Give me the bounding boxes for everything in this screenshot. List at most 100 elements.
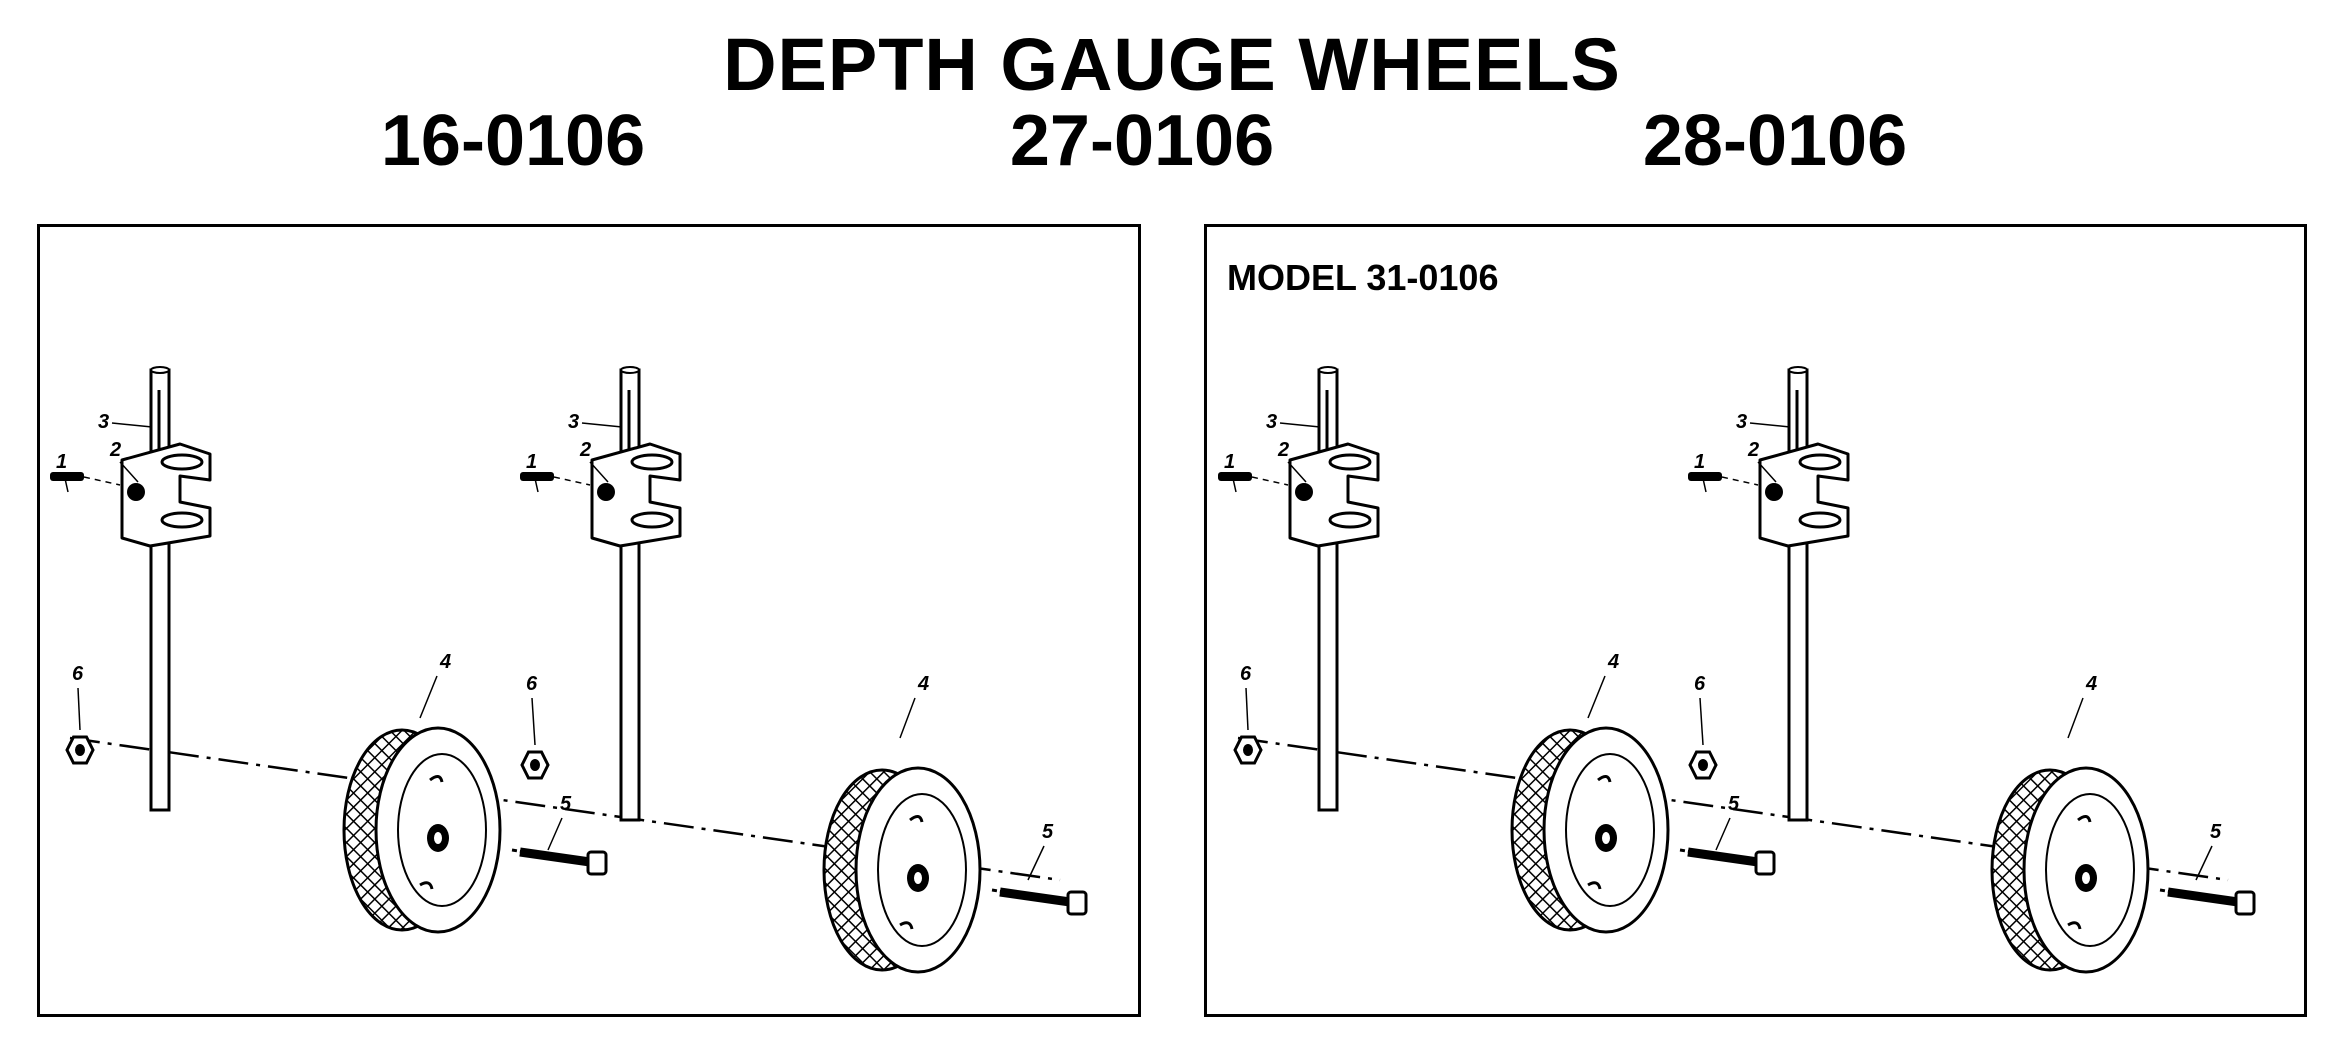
bracket-slot-bottom [160,511,204,529]
panel-label-right: MODEL 31-0106 [1227,257,1499,298]
axle-bolt-head [586,850,608,876]
axle-bolt-left-a [511,847,608,876]
callout-4b-leader [2067,697,2084,739]
panel-callouts-right: 6 6 4 4 5 5 [1240,651,2222,881]
callout-1-leader [63,473,69,493]
callout-5b-leader [2195,845,2213,881]
callout-6b-leader [531,697,536,746]
wheel-hub-hole [914,872,922,884]
axle-bolt-head [1754,850,1776,876]
callout-3: 3 [1736,411,1747,433]
nut-right-a [1233,735,1263,765]
nut-hole [75,744,85,756]
shaft-top [1788,366,1808,374]
bracket-hole [1765,483,1783,501]
callout-2: 2 [1277,439,1289,461]
wheel-slot-bottom [899,921,914,930]
wheel-hub-hole [2082,872,2090,884]
shaft-top [1318,366,1338,374]
wheel-hub-hole [434,832,442,844]
callout-6b: 6 [526,673,538,695]
callout-5a: 5 [1728,793,1740,815]
model-number-3: 28-0106 [1642,101,1908,181]
callout-2: 2 [579,439,591,461]
nut-hole [1698,759,1708,771]
diagram-panel-left [37,224,1141,1017]
callout-2-leader [1757,461,1777,483]
callout-5b: 5 [1042,821,1054,843]
wheel-rim [877,793,967,947]
callout-5a-leader [1715,817,1731,851]
bracket-slot-bottom [1328,511,1372,529]
axis-centerline [1237,736,2229,882]
callout-4a-leader [419,675,438,719]
callout-3-leader [581,422,623,428]
wheel-rim [1565,753,1655,907]
axis-centerline [69,736,1061,882]
axle-bolt-right-b [2159,887,2256,916]
callout-3: 3 [1266,411,1277,433]
wheel-slot-bottom [1587,881,1602,890]
shaft-top [150,366,170,374]
callout-1: 1 [526,451,537,473]
callout-1: 1 [1694,451,1705,473]
callout-4b: 4 [2085,673,2097,695]
page-title: DEPTH GAUGE WHEELS [723,23,1621,106]
axle-bolt-left-b [991,887,1088,916]
wheel-slot-top [909,815,924,823]
callout-4a: 4 [439,651,451,673]
bracket-hole [1295,483,1313,501]
callout-6b: 6 [1694,673,1706,695]
shaft-assembly-right-b: 32 1 [1688,366,1850,822]
bracket-hole [597,483,615,501]
callout-6a-leader [1245,687,1249,731]
callout-2-leader [119,461,139,483]
bracket-slot-bottom [1798,511,1842,529]
set-bolt [1218,472,1252,481]
callout-6a: 6 [1240,663,1252,685]
bracket-slot-top [630,453,674,471]
set-bolt-line [553,476,591,486]
callout-2: 2 [109,439,121,461]
callout-2-leader [1287,461,1307,483]
model-number-1: 16-0106 [380,101,646,181]
diagram-panel-right: MODEL 31-0106 [1204,224,2307,1017]
callout-5a: 5 [560,793,572,815]
callout-6b-leader [1699,697,1704,746]
callout-5b-leader [1027,845,1045,881]
callout-3-leader [1279,422,1321,428]
callout-6a: 6 [72,663,84,685]
model-number-2: 27-0106 [1009,101,1275,181]
set-bolt [1688,472,1722,481]
shaft-top [620,366,640,374]
wheel-slot-bottom [419,881,434,890]
bracket-slot-top [1328,453,1372,471]
wheel-right-b [1990,766,2150,974]
callout-3-leader [111,422,153,428]
nut-hole [530,759,540,771]
shaft-assembly-left-b: 32 1 [520,366,682,822]
set-bolt-line [1251,476,1289,486]
callout-4b-leader [899,697,916,739]
callout-5b: 5 [2210,821,2222,843]
callout-3: 3 [98,411,109,433]
set-bolt [520,472,554,481]
callout-4a-leader [1587,675,1606,719]
wheel-hub-hole [1602,832,1610,844]
callout-3: 3 [568,411,579,433]
callout-2-leader [589,461,609,483]
wheel-slot-top [2077,815,2092,823]
callout-2: 2 [1747,439,1759,461]
axle-bolt-right-a [1679,847,1776,876]
callout-3-leader [1749,422,1791,428]
bracket-hole [127,483,145,501]
axle-bolt-thread [991,888,1023,897]
wheel-slot-top [429,775,444,783]
callout-4a: 4 [1607,651,1619,673]
callout-1-leader [533,473,539,493]
bracket-slot-bottom [630,511,674,529]
